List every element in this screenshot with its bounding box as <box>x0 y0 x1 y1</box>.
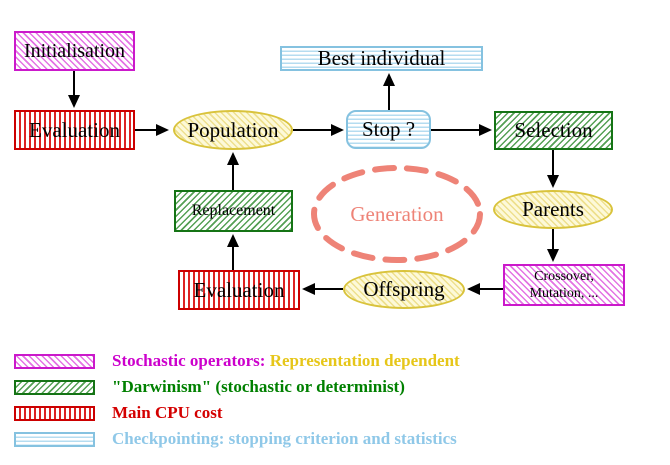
node-offspring: Offspring <box>343 270 465 309</box>
crossover-line2: Mutation, ... <box>529 286 599 301</box>
node-evaluation-bottom: Evaluation <box>178 270 300 310</box>
generation-dashed-ellipse <box>311 165 483 263</box>
legend-label-representation: Representation dependent <box>269 351 460 370</box>
legend-swatch-red-hatch <box>14 405 95 421</box>
legend-row-cpu-cost: Main CPU cost <box>14 403 222 423</box>
node-selection: Selection <box>494 111 613 150</box>
legend-swatch-blue-hatch <box>14 431 95 447</box>
node-initialisation: Initialisation <box>14 31 135 71</box>
legend-label-stochastic: Stochastic operators: <box>112 351 266 370</box>
node-parents: Parents <box>493 190 613 229</box>
legend-row-stochastic-operators: Stochastic operators: Representation dep… <box>14 351 460 371</box>
node-best-individual: Best individual <box>280 46 483 71</box>
legend-row-checkpointing: Checkpointing: stopping criterion and st… <box>14 429 457 449</box>
node-replacement: Replacement <box>174 190 293 232</box>
node-evaluation-top: Evaluation <box>14 110 135 150</box>
legend-label-darwinism: "Darwinism" (stochastic or determinist) <box>112 377 405 396</box>
legend-label-checkpointing: Checkpointing: stopping criterion and st… <box>112 429 457 448</box>
node-crossover-mutation: Crossover, Mutation, ... <box>503 264 625 306</box>
crossover-line1: Crossover, <box>534 269 594 284</box>
legend-row-darwinism: "Darwinism" (stochastic or determinist) <box>14 377 405 397</box>
legend-swatch-green-hatch <box>14 379 95 395</box>
node-population: Population <box>173 110 293 150</box>
generation-label: Generation <box>350 201 444 226</box>
node-stop: Stop ? <box>346 110 431 149</box>
legend-swatch-magenta-hatch <box>14 353 95 369</box>
legend-text: Stochastic operators: Representation dep… <box>112 351 460 371</box>
legend-label-cpu-cost: Main CPU cost <box>112 403 223 422</box>
